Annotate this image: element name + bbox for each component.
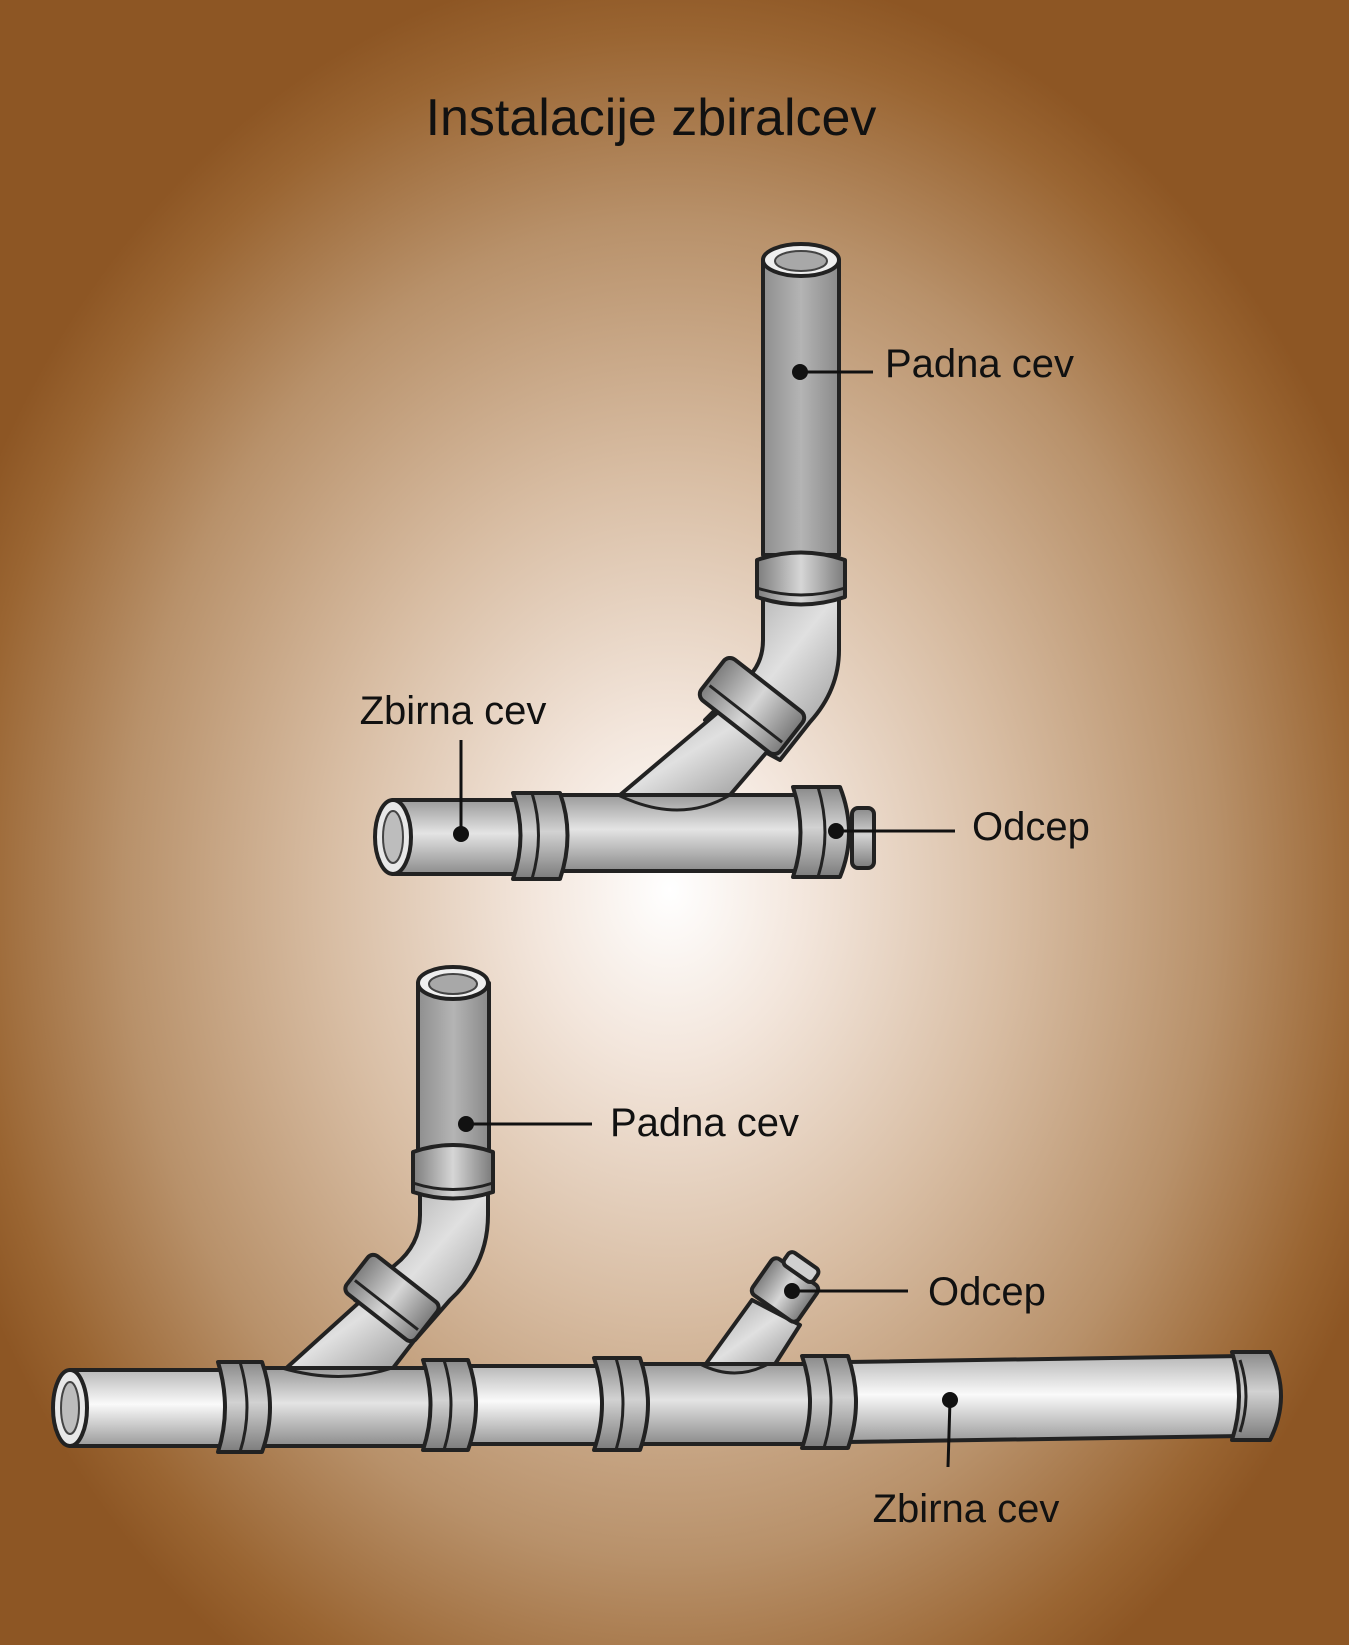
bottom-diagonal-coupling <box>343 1252 441 1344</box>
bottom-upper-coupling <box>411 1143 495 1201</box>
top-assembly: Padna cev Zbirna cev Odcep <box>360 242 1090 881</box>
bottom-assembly: Padna cev Odcep Zbirna cev <box>51 965 1283 1531</box>
bottom-end-cap <box>1230 1350 1283 1442</box>
top-upper-coupling <box>755 550 847 607</box>
top-downpipe-label: Padna cev <box>885 342 1074 386</box>
bottom-downpipe-label: Padna cev <box>610 1101 799 1145</box>
bottom-cap-label: Odcep <box>928 1270 1046 1314</box>
bottom-collector <box>51 1354 1244 1448</box>
top-diagonal-coupling <box>697 655 807 757</box>
bottom-downpipe <box>416 965 491 1155</box>
top-collector-coupling <box>511 791 570 881</box>
bottom-coupling-3 <box>592 1356 650 1452</box>
bottom-coupling-4 <box>800 1354 858 1450</box>
top-downpipe <box>761 242 841 557</box>
bottom-coupling-2 <box>421 1358 478 1452</box>
bottom-small-branch <box>698 1250 821 1374</box>
bottom-collector-label: Zbirna cev <box>873 1487 1060 1531</box>
diagram-title: Instalacije zbiralcev <box>426 89 877 147</box>
top-cap-label: Odcep <box>972 805 1090 849</box>
bottom-coupling-1 <box>216 1360 272 1454</box>
top-collector-label: Zbirna cev <box>360 689 547 733</box>
top-collector <box>373 793 812 876</box>
top-end-cap <box>791 785 876 879</box>
